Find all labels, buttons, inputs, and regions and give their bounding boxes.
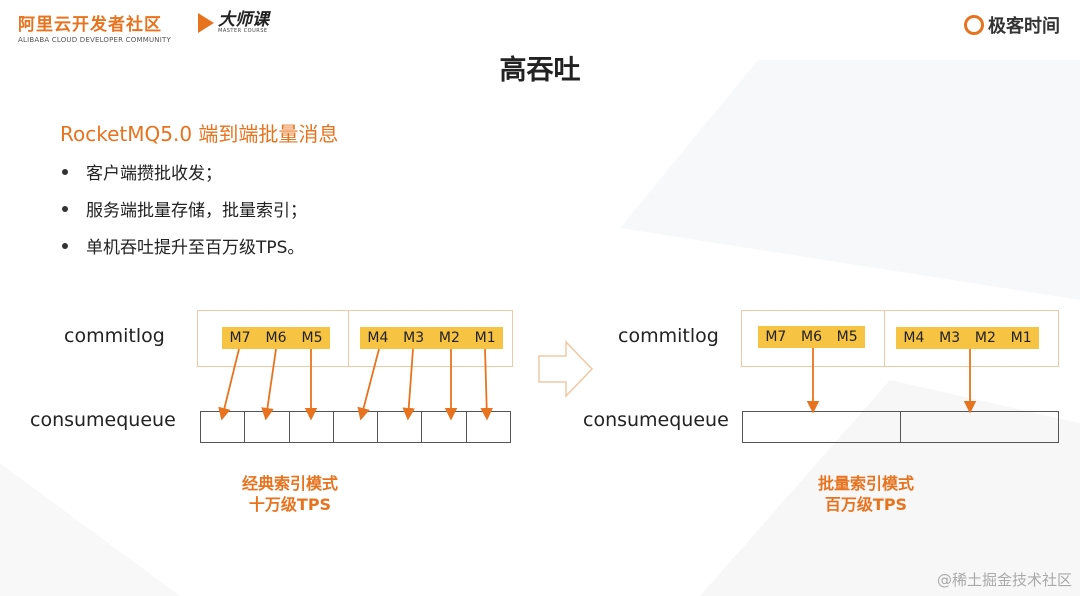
message-label: M4 (903, 330, 925, 346)
alibaba-cloud-logo: 阿里云开发者社区 ALIBABA CLOUD DEVELOPER COMMUNI… (18, 10, 171, 44)
consumequeue-left (200, 411, 511, 443)
message-label: M3 (939, 330, 961, 346)
bullet-dot-icon (62, 205, 68, 212)
queue-cell (743, 412, 901, 442)
bullet-dot-icon (62, 168, 68, 175)
queue-cell (378, 412, 423, 442)
index-arrow (218, 348, 240, 421)
index-arrow (261, 348, 277, 421)
queue-cell (334, 412, 379, 442)
message-group-right-1: M7 M6 M5 (758, 326, 865, 348)
master-course-sub: MASTER COURSE (218, 28, 268, 34)
index-arrow (357, 348, 380, 421)
master-course-label: 大师课 (218, 10, 269, 30)
caption-left-line1: 经典索引模式 (241, 474, 338, 493)
bullet-list: 客户端攒批收发； 服务端批量存储，批量索引； 单机吞吐提升至百万级TPS。 (62, 153, 307, 264)
bullet-item: 客户端攒批收发； (62, 153, 307, 190)
geektime-label: 极客时间 (988, 16, 1060, 37)
bullet-text: 服务端批量存储，批量索引； (86, 201, 307, 221)
message-label: M6 (800, 329, 822, 345)
message-label: M5 (301, 330, 323, 346)
bullet-item: 单机吞吐提升至百万级TPS。 (62, 227, 307, 264)
bullet-text: 客户端攒批收发； (86, 164, 222, 184)
bullet-dot-icon (62, 242, 68, 249)
consumequeue-label-left: consumequeue (30, 409, 176, 431)
play-icon (198, 13, 214, 33)
queue-cell (201, 412, 246, 442)
commitlog-box-right-2 (884, 310, 1059, 367)
alibaba-logo-en: ALIBABA CLOUD DEVELOPER COMMUNITY (18, 36, 171, 44)
consumequeue-right (742, 411, 1059, 443)
consumequeue-label-right: consumequeue (583, 409, 729, 431)
caption-left: 经典索引模式 十万级TPS (200, 473, 380, 515)
caption-right: 批量索引模式 百万级TPS (776, 473, 956, 515)
message-label: M7 (765, 329, 787, 345)
message-label: M7 (229, 330, 251, 346)
message-label: M1 (474, 330, 496, 346)
message-label: M2 (974, 330, 996, 346)
message-label: M4 (367, 330, 389, 346)
message-label: M2 (438, 330, 460, 346)
message-label: M5 (836, 329, 858, 345)
queue-cell (290, 412, 334, 442)
commitlog-box-left-2 (348, 310, 513, 367)
queue-cell (422, 412, 467, 442)
index-arrow (480, 348, 494, 421)
message-label: M6 (265, 330, 287, 346)
commitlog-label-right: commitlog (618, 325, 719, 347)
slide-title: 高吞吐 (499, 55, 581, 86)
caption-left-line2: 十万级TPS (248, 495, 332, 514)
slide-subtitle: RocketMQ5.0 端到端批量消息 (60, 122, 339, 146)
geektime-logo: 极客时间 (964, 12, 1060, 38)
master-course-logo: 大师课 MASTER COURSE (198, 12, 269, 34)
bullet-text: 单机吞吐提升至百万级TPS。 (86, 238, 305, 258)
transition-arrow-icon (538, 340, 594, 398)
watermark: @稀土掘金技术社区 (936, 571, 1072, 589)
caption-right-line2: 百万级TPS (824, 495, 908, 514)
message-group-left-2: M4 M3 M2 M1 (360, 327, 503, 349)
message-group-right-2: M4 M3 M2 M1 (896, 327, 1039, 349)
geektime-icon (964, 15, 984, 35)
message-label: M1 (1010, 330, 1032, 346)
message-label: M3 (403, 330, 425, 346)
message-group-left-1: M7 M6 M5 (222, 327, 330, 349)
bullet-item: 服务端批量存储，批量索引； (62, 190, 307, 227)
alibaba-logo-cn: 阿里云开发者社区 (18, 15, 162, 35)
index-arrow (402, 348, 416, 421)
caption-right-line1: 批量索引模式 (817, 474, 914, 493)
commitlog-label-left: commitlog (64, 325, 165, 347)
queue-cell (245, 412, 290, 442)
